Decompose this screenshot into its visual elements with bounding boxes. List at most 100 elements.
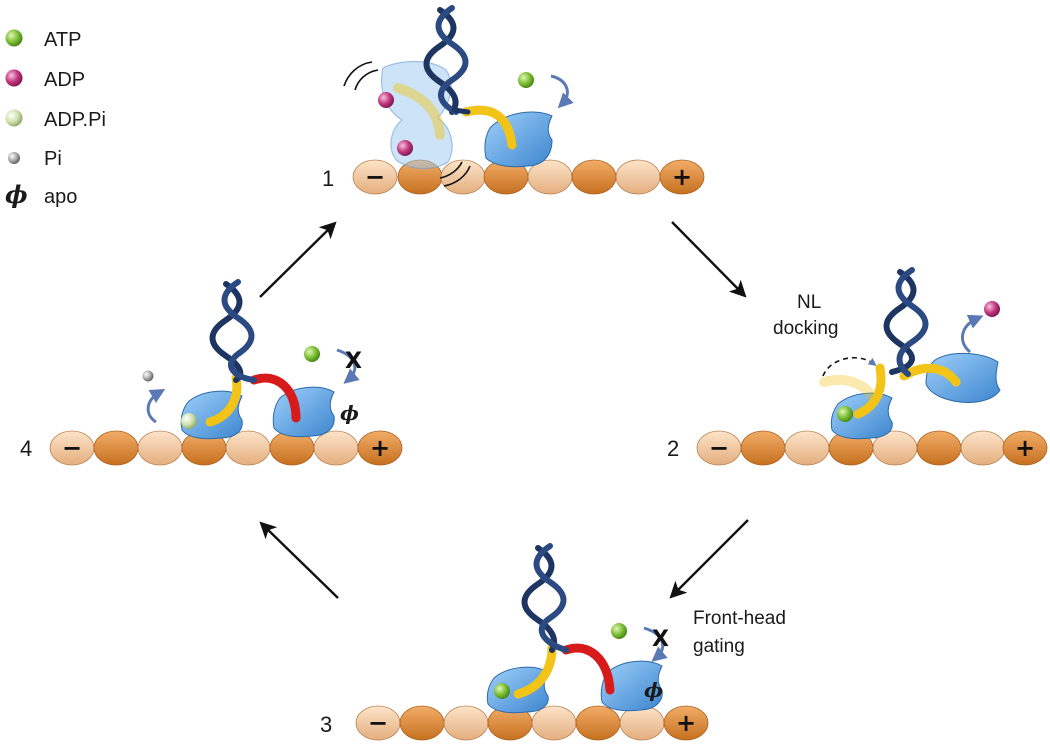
- adp-pi-icon: [5, 109, 23, 127]
- plus-end-sign: +: [1015, 434, 1035, 462]
- exchange-arrow-icon: [550, 74, 574, 109]
- coiled-coil-strand: [221, 279, 257, 383]
- pi-molecule: [142, 370, 154, 382]
- state-4: 4 − + ϕ X: [20, 279, 403, 466]
- microtubule-1: − +: [352, 159, 705, 195]
- nl-docking-label-line2: docking: [773, 318, 839, 339]
- microtubule-4: − +: [49, 430, 403, 466]
- neck-linker-strained: [249, 373, 301, 423]
- tubulin-plus-end: [1002, 430, 1048, 466]
- microtubule-3: − +: [355, 705, 709, 741]
- atp-molecule: [518, 72, 534, 88]
- tubulin-plus-end: [663, 705, 709, 741]
- front-head-gating-label-line2: gating: [693, 636, 745, 657]
- legend-item-pi: Pi: [8, 148, 62, 170]
- minus-end-sign: −: [709, 434, 729, 462]
- exchange-arrow-icon: [643, 626, 668, 662]
- legend-label-atp: ATP: [44, 29, 81, 51]
- arrow-4-to-1: [259, 221, 337, 298]
- cycle-arrows: [259, 221, 749, 599]
- legend-item-atp: ATP: [5, 29, 81, 51]
- legend-item-apo: ϕ apo: [5, 180, 77, 209]
- state-number-4: 4: [20, 436, 32, 461]
- tubulin-dimer: [960, 430, 1006, 466]
- coiled-coil-strand: [883, 269, 917, 375]
- tubulin-dimer: [740, 430, 786, 466]
- arrow-3-to-4: [259, 521, 339, 599]
- state-number-1: 1: [322, 166, 334, 191]
- coiled-coil-strand: [533, 543, 569, 653]
- legend-label-adp-pi: ADP.Pi: [44, 109, 106, 131]
- plus-end-sign: +: [676, 709, 696, 737]
- tubulin-dimer: [443, 705, 489, 741]
- tubulin-dimer: [571, 159, 617, 195]
- neck-linker-undocked-ghost: [819, 374, 877, 401]
- phi-symbol-icon: ϕ: [5, 180, 28, 209]
- exchange-arrow-icon: [336, 348, 360, 384]
- state-3: 3 − + ϕ X Front-head gating: [320, 543, 786, 741]
- tubulin-minus-end: [352, 159, 398, 195]
- coiled-coil-strand: [209, 281, 244, 383]
- coiled-coil-strand: [521, 545, 558, 653]
- tubulin-plus-end: [659, 159, 705, 195]
- coiled-coil-strand: [435, 5, 469, 115]
- adp-molecule: [984, 301, 1000, 317]
- plus-end-sign: +: [370, 434, 390, 462]
- state-number-3: 3: [320, 712, 332, 737]
- neck-linker-strained: [561, 643, 615, 695]
- pi-icon: [8, 152, 20, 164]
- atp-molecule: [611, 623, 627, 639]
- adp-molecule: [378, 92, 394, 108]
- legend-item-adp-pi: ADP.Pi: [5, 109, 106, 131]
- motor-head-bound: [484, 111, 553, 168]
- tubulin-dimer: [313, 430, 359, 466]
- tubulin-dimer: [784, 430, 830, 466]
- motion-lines: [343, 61, 471, 187]
- minus-end-sign: −: [62, 434, 82, 462]
- plus-end-sign: +: [672, 163, 692, 191]
- detached-motor-head: [381, 60, 453, 170]
- state-number-2: 2: [667, 436, 679, 461]
- tubulin-dimer: [615, 159, 661, 195]
- motor-head-detached: [925, 352, 1001, 403]
- neck-linker-docked: [513, 643, 557, 699]
- exchange-arrow-icon: [146, 389, 166, 424]
- atp-molecule: [304, 346, 320, 362]
- microtubule-2: − +: [696, 430, 1048, 466]
- legend-label-apo: apo: [44, 186, 77, 208]
- state-1: 1 − +: [322, 5, 705, 195]
- tubulin-dimer: [531, 705, 577, 741]
- minus-end-sign: −: [368, 709, 388, 737]
- apo-phi-icon: ϕ: [340, 401, 359, 425]
- tubulin-dimer: [93, 430, 139, 466]
- legend-label-pi: Pi: [44, 148, 62, 170]
- arrow-1-to-2: [671, 221, 747, 298]
- neck-linker-docked: [853, 363, 886, 419]
- minus-end-sign: −: [365, 163, 385, 191]
- apo-phi-icon: ϕ: [644, 678, 663, 702]
- tubulin-dimer: [137, 430, 183, 466]
- adp-pi-molecule: [181, 413, 197, 429]
- nl-docking-label-line1: NL: [797, 292, 821, 313]
- tubulin-dimer: [399, 705, 445, 741]
- tubulin-dimer: [916, 430, 962, 466]
- atp-molecule: [494, 683, 510, 699]
- state-2: 2 − + NL docking: [667, 267, 1048, 466]
- legend-item-adp: ADP: [5, 69, 85, 91]
- blocked-x-icon: X: [345, 349, 362, 374]
- nl-docking-arrow: [822, 356, 877, 377]
- front-head-gating-label-line1: Front-head: [693, 608, 786, 629]
- adp-molecule: [397, 140, 413, 156]
- motor-head-front: [600, 660, 663, 712]
- coiled-coil-strand: [423, 7, 459, 115]
- adp-icon: [5, 69, 23, 87]
- tubulin-plus-end: [357, 430, 403, 466]
- neck-linker-undocked: [393, 83, 445, 140]
- arrow-2-to-3: [669, 519, 749, 599]
- motor-head-front: [272, 386, 335, 438]
- atp-molecule: [837, 406, 853, 422]
- tubulin-dimer: [575, 705, 621, 741]
- exchange-arrow-icon: [961, 314, 984, 354]
- legend-label-adp: ADP: [44, 69, 85, 91]
